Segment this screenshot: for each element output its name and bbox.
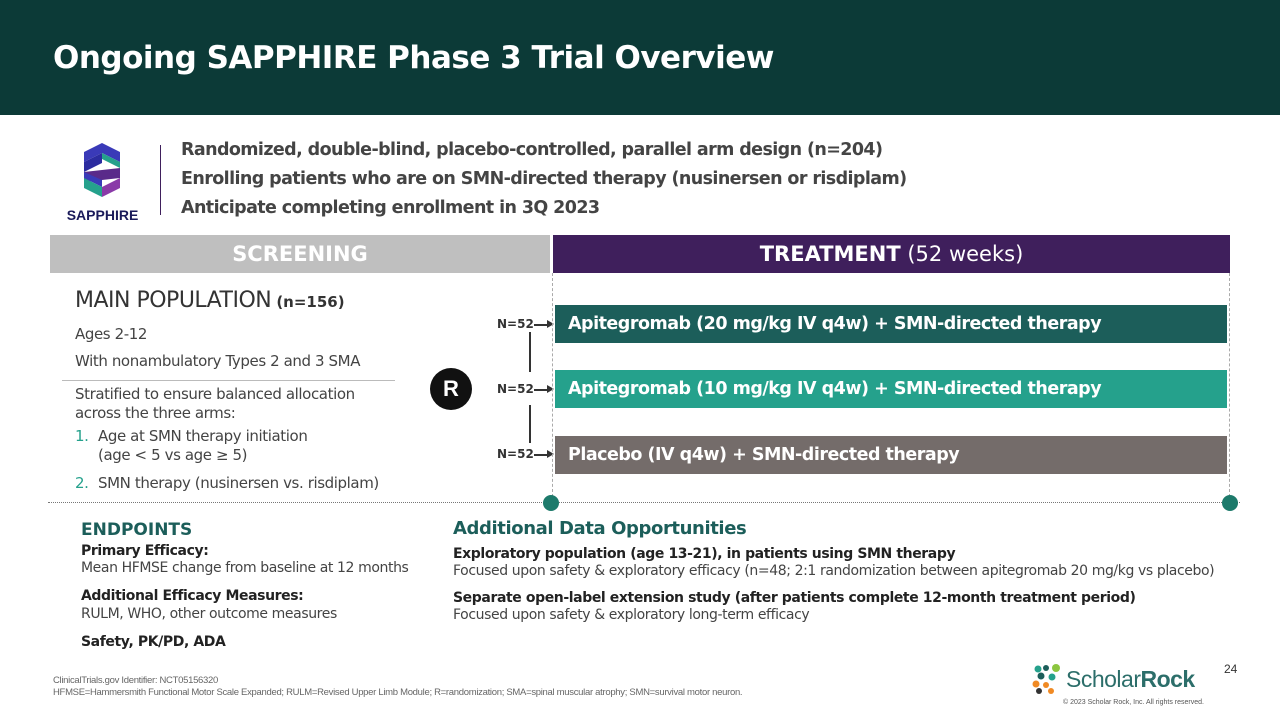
connector bbox=[529, 405, 531, 443]
logo-text: SAPPHIRE bbox=[66, 207, 139, 223]
item-text: Age at SMN therapy initiation bbox=[98, 427, 308, 445]
timeline bbox=[48, 502, 1240, 503]
treatment-duration: (52 weeks) bbox=[907, 242, 1024, 266]
bullet-2: Enrolling patients who are on SMN-direct… bbox=[181, 169, 907, 189]
arm-bar-10mg: Apitegromab (10 mg/kg IV q4w) + SMN-dire… bbox=[555, 370, 1227, 408]
treatment-header: TREATMENT (52 weeks) bbox=[553, 235, 1230, 273]
sapphire-logo-icon bbox=[84, 143, 120, 197]
timeline-start-line bbox=[552, 273, 553, 502]
copyright: © 2023 Scholar Rock, Inc. All rights res… bbox=[1063, 699, 1204, 706]
page-title: Ongoing SAPPHIRE Phase 3 Trial Overview bbox=[53, 40, 774, 76]
safety-text: Safety, PK/PD, ADA bbox=[81, 634, 226, 650]
arm-n: N=52 bbox=[497, 382, 534, 396]
arm-n: N=52 bbox=[497, 447, 534, 461]
opportunity-body: Focused upon safety & exploratory effica… bbox=[453, 563, 1215, 579]
arm-bar-placebo: Placebo (IV q4w) + SMN-directed therapy bbox=[555, 436, 1227, 474]
footnote-1: ClinicalTrials.gov Identifier: NCT051563… bbox=[53, 675, 218, 686]
bullet-1: Randomized, double-blind, placebo-contro… bbox=[181, 140, 883, 160]
bullet-3: Anticipate completing enrollment in 3Q 2… bbox=[181, 198, 600, 218]
header-bar bbox=[0, 0, 1280, 115]
brand-rock: Rock bbox=[1140, 666, 1195, 692]
connector bbox=[529, 332, 531, 372]
item-sub: (age < 5 vs age ≥ 5) bbox=[98, 446, 248, 464]
arrow-icon bbox=[534, 321, 554, 327]
primary-label: Primary Efficacy: bbox=[81, 543, 209, 559]
page-number: 24 bbox=[1224, 662, 1238, 676]
item-num: 1. bbox=[75, 427, 89, 445]
population-label: MAIN POPULATION bbox=[75, 288, 272, 313]
additional-data-title: Additional Data Opportunities bbox=[453, 518, 747, 539]
scholar-rock-logo-icon bbox=[1032, 664, 1060, 694]
opportunity-head: Exploratory population (age 13-21), in p… bbox=[453, 546, 956, 562]
additional-label: Additional Efficacy Measures: bbox=[81, 588, 304, 604]
timeline-end-line bbox=[1229, 273, 1230, 502]
item-text: SMN therapy (nusinersen vs. risdiplam) bbox=[98, 474, 379, 492]
additional-text: RULM, WHO, other outcome measures bbox=[81, 606, 337, 622]
opportunity-body: Focused upon safety & exploratory long-t… bbox=[453, 607, 810, 623]
arrow-icon bbox=[534, 386, 554, 392]
strat-item-1: 1. Age at SMN therapy initiation(age < 5 … bbox=[75, 427, 308, 465]
brand-scholar: Scholar bbox=[1066, 666, 1141, 692]
divider bbox=[160, 145, 161, 215]
population-types: With nonambulatory Types 2 and 3 SMA bbox=[75, 352, 361, 370]
primary-text: Mean HFMSE change from baseline at 12 mo… bbox=[81, 560, 409, 576]
endpoints-title: ENDPOINTS bbox=[81, 520, 193, 540]
footnotes: ClinicalTrials.gov Identifier: NCT051563… bbox=[53, 675, 743, 699]
item-num: 2. bbox=[75, 474, 89, 492]
population-title: MAIN POPULATION (n=156) bbox=[75, 288, 345, 313]
population-n: (n=156) bbox=[276, 293, 345, 311]
treatment-label: TREATMENT bbox=[759, 242, 901, 266]
arm-bar-20mg: Apitegromab (20 mg/kg IV q4w) + SMN-dire… bbox=[555, 305, 1227, 343]
sapphire-logo: SAPPHIRE bbox=[60, 140, 145, 223]
randomization-circle: R bbox=[430, 368, 472, 410]
footnote-2: HFMSE=Hammersmith Functional Motor Scale… bbox=[53, 687, 743, 698]
timeline-end-dot bbox=[1222, 495, 1238, 511]
stratified-text: Stratified to ensure balanced allocation… bbox=[75, 385, 355, 422]
screening-header: SCREENING bbox=[50, 235, 550, 273]
strat-item-2: 2. SMN therapy (nusinersen vs. risdiplam) bbox=[75, 474, 379, 492]
population-ages: Ages 2-12 bbox=[75, 325, 148, 343]
opportunity-head: Separate open-label extension study (aft… bbox=[453, 590, 1136, 606]
arrow-icon bbox=[534, 451, 554, 457]
divider bbox=[62, 380, 395, 381]
timeline-start-dot bbox=[543, 495, 559, 511]
arm-n: N=52 bbox=[497, 317, 534, 331]
